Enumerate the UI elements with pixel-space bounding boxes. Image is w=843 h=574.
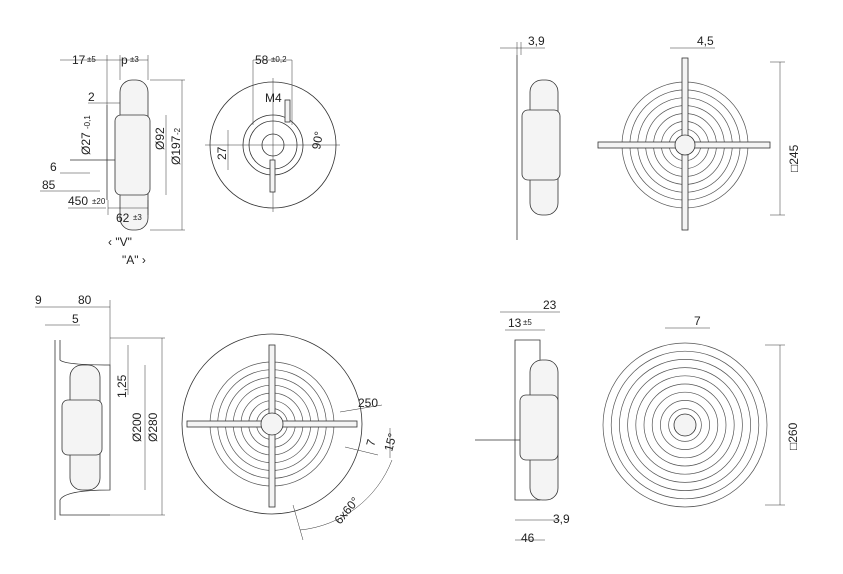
view3-side-view: 9 80 5 1,25 Ø200 Ø280 xyxy=(35,293,165,520)
dim-46: 46 xyxy=(521,531,535,545)
tol-13: ±5 xyxy=(523,318,532,327)
dim-7-front4: 7 xyxy=(694,314,701,328)
dim-5: 5 xyxy=(72,312,79,326)
thread-m4: M4 xyxy=(265,91,282,105)
dim-245: □245 xyxy=(787,144,801,172)
dim-260: □260 xyxy=(786,422,800,450)
guard-grille xyxy=(602,342,768,508)
dim-2: 2 xyxy=(88,90,95,104)
motor-rotor xyxy=(521,109,561,181)
dim-d197: Ø197 xyxy=(169,135,183,165)
motor-rotor xyxy=(61,399,103,456)
view4-front-view: 7 □260 xyxy=(602,314,800,508)
dim-p: p xyxy=(121,53,128,67)
angle-6x60: 6x60° xyxy=(332,494,363,527)
dim-3-9-bottom: 3,9 xyxy=(553,512,570,526)
tol-58: ±0,2 xyxy=(271,55,287,64)
motor-rotor xyxy=(114,114,151,196)
grille-ring xyxy=(602,342,768,508)
dim-3-9-top: 3,9 xyxy=(528,34,545,48)
grille-ring xyxy=(627,367,743,483)
hub xyxy=(260,412,284,436)
grille-ring xyxy=(619,359,751,491)
grille-ring xyxy=(610,350,760,500)
view2-front-view: 4,5 □245 xyxy=(597,34,801,231)
dim-250: 250 xyxy=(358,396,378,410)
dim-9: 9 xyxy=(35,293,42,307)
dim-d280: Ø280 xyxy=(146,412,160,442)
cable-outlet xyxy=(284,99,291,123)
dim-d27: Ø27 xyxy=(79,132,93,155)
motor-rotor xyxy=(519,394,559,461)
tol-62: ±3 xyxy=(133,213,142,222)
tol-d27: -0,1 xyxy=(83,115,92,129)
lead-wire xyxy=(269,159,276,193)
dim-85: 85 xyxy=(42,178,56,192)
dim-d200: Ø200 xyxy=(130,412,144,442)
grille-ring xyxy=(668,408,702,442)
view1-front-view: 58 ±0,2 M4 27 90° xyxy=(205,53,340,212)
direction-v-label: ‹ "V" xyxy=(108,235,132,249)
hub xyxy=(674,134,696,156)
hub xyxy=(673,413,697,437)
dim-6: 6 xyxy=(50,160,57,174)
dim-27-front: 27 xyxy=(215,146,229,160)
view2-side-view: 3,9 xyxy=(500,34,561,240)
dim-d92: Ø92 xyxy=(153,127,167,150)
grille-ring xyxy=(651,391,719,459)
grille-ring xyxy=(643,383,727,467)
dim-23: 23 xyxy=(543,298,557,312)
inlet-ring-profile xyxy=(59,340,111,516)
dim-80: 80 xyxy=(78,293,92,307)
dim-7-front3: 7 xyxy=(363,437,378,447)
dim-450: 450 xyxy=(68,194,88,208)
dim-17: 17 xyxy=(72,53,86,67)
view4-side-view: 23 13 ±5 3,9 46 xyxy=(475,298,570,545)
tol-d197: -2 xyxy=(173,127,182,135)
dim-4-5: 4,5 xyxy=(697,34,714,48)
inlet-ring-outline xyxy=(181,333,363,515)
dim-62: 62 xyxy=(116,211,130,225)
tol-p: ±3 xyxy=(130,55,139,64)
angle-15: 15° xyxy=(381,431,399,452)
tol-17: ±5 xyxy=(87,55,96,64)
dim-13: 13 xyxy=(508,316,522,330)
tol-450: ±20 xyxy=(92,197,106,206)
direction-a-label: "A" › xyxy=(122,253,146,267)
dim-58: 58 xyxy=(255,53,269,67)
view3-front-view: 250 7 15° 6x60° xyxy=(181,333,400,541)
grille-ring xyxy=(635,375,735,475)
angle-90: 90° xyxy=(309,130,326,151)
grille-ring xyxy=(660,400,710,450)
dim-1-25: 1,25 xyxy=(115,374,129,398)
view1-side-view: 17 ±5 p ±3 2 Ø27-0,1 6 85 450 ±20 62 ±3 … xyxy=(40,53,185,267)
